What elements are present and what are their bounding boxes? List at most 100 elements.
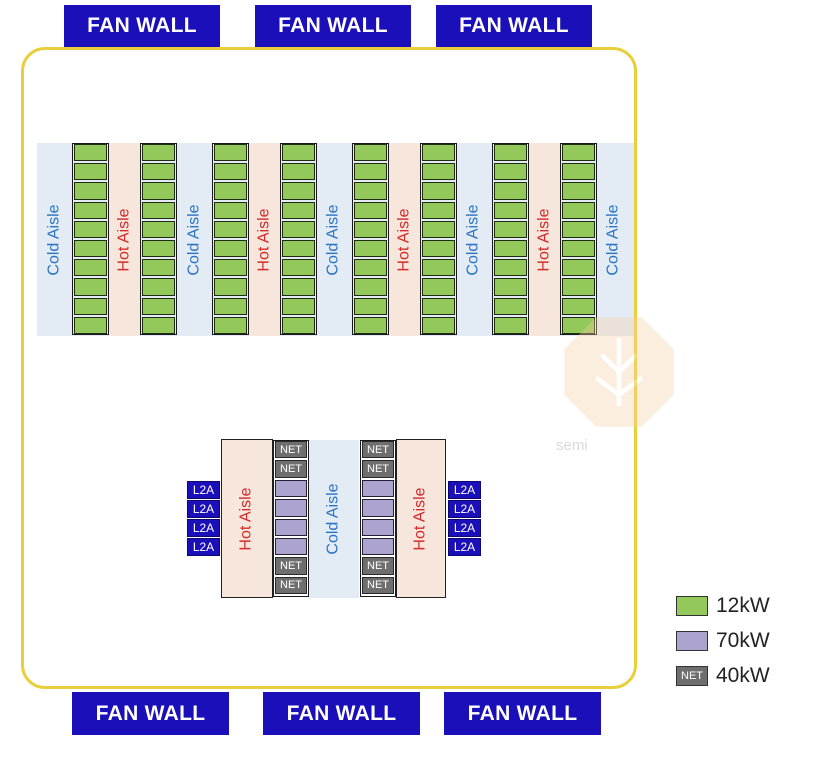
- rack-12kw: [422, 259, 455, 277]
- rack-12kw: [282, 316, 315, 334]
- fan-wall-top-3: FAN WALL: [436, 5, 592, 47]
- rack-12kw: [354, 259, 387, 277]
- legend-label: 70kW: [716, 629, 770, 652]
- rack-12kw: [562, 316, 595, 334]
- rack-12kw: [214, 240, 247, 258]
- rack-net-40kw: NET: [362, 557, 394, 575]
- rack-12kw: [74, 240, 107, 258]
- rack-12kw: [74, 316, 107, 334]
- rack-12kw: [422, 201, 455, 219]
- hot-aisle: [109, 143, 140, 336]
- rack-70kw: [275, 499, 307, 517]
- rack-12kw: [422, 297, 455, 315]
- fan-wall-bottom-3: FAN WALL: [444, 692, 601, 735]
- cold-aisle-label: Cold Aisle: [604, 203, 622, 276]
- rack-12kw: [494, 144, 527, 162]
- l2a-unit: L2A: [448, 500, 481, 518]
- l2a-unit: L2A: [448, 481, 481, 499]
- rack-12kw: [562, 240, 595, 258]
- rack-12kw: [74, 220, 107, 238]
- rack-12kw: [422, 182, 455, 200]
- rack-12kw: [354, 182, 387, 200]
- cold-aisle-label: Cold Aisle: [324, 203, 342, 276]
- rack-12kw: [282, 297, 315, 315]
- rack-12kw: [214, 278, 247, 296]
- hot-aisle-label: Hot Aisle: [535, 207, 553, 272]
- rack-net-40kw: NET: [362, 441, 394, 459]
- rack-12kw: [142, 297, 175, 315]
- rack-12kw: [214, 297, 247, 315]
- rack-net-40kw: NET: [275, 557, 307, 575]
- rack-12kw: [422, 278, 455, 296]
- rack-12kw: [214, 201, 247, 219]
- fan-wall-bottom-2: FAN WALL: [263, 692, 420, 735]
- hot-aisle: [389, 143, 420, 336]
- legend-label: 12kW: [716, 594, 770, 617]
- rack-12kw: [562, 201, 595, 219]
- legend-swatch: [676, 631, 708, 651]
- legend-label: 40kW: [716, 664, 770, 687]
- rack-12kw: [74, 201, 107, 219]
- rack-12kw: [214, 316, 247, 334]
- rack-12kw: [282, 163, 315, 181]
- rack-12kw: [74, 259, 107, 277]
- semianalysis-logo-icon: [564, 317, 674, 427]
- rack-12kw: [214, 259, 247, 277]
- cold-aisle-label: Cold Aisle: [45, 203, 63, 276]
- rack-12kw: [422, 316, 455, 334]
- rack-12kw: [214, 163, 247, 181]
- rack-12kw: [354, 278, 387, 296]
- rack-column: [492, 143, 529, 335]
- rack-12kw: [282, 278, 315, 296]
- rack-12kw: [142, 144, 175, 162]
- rack-12kw: [354, 163, 387, 181]
- rack-12kw: [494, 278, 527, 296]
- rack-12kw: [354, 240, 387, 258]
- rack-12kw: [282, 240, 315, 258]
- rack-column: [212, 143, 249, 335]
- rack-12kw: [494, 182, 527, 200]
- rack-12kw: [494, 240, 527, 258]
- rack-12kw: [142, 240, 175, 258]
- rack-12kw: [282, 259, 315, 277]
- rack-12kw: [74, 278, 107, 296]
- rack-net-40kw: NET: [275, 441, 307, 459]
- hot-aisle: [249, 143, 280, 336]
- rack-12kw: [422, 163, 455, 181]
- rack-column: [273, 440, 309, 598]
- hot-aisle: [529, 143, 560, 336]
- rack-net-40kw: NET: [275, 576, 307, 595]
- rack-column: [560, 143, 597, 335]
- rack-70kw: [362, 518, 394, 536]
- legend-item: NET 40kW: [676, 664, 770, 688]
- rack-12kw: [494, 201, 527, 219]
- rack-12kw: [354, 201, 387, 219]
- rack-12kw: [494, 163, 527, 181]
- rack-12kw: [142, 316, 175, 334]
- rack-12kw: [142, 201, 175, 219]
- rack-12kw: [562, 259, 595, 277]
- rack-12kw: [74, 297, 107, 315]
- rack-70kw: [275, 479, 307, 498]
- l2a-unit: L2A: [448, 538, 481, 556]
- legend-swatch: NET: [676, 666, 708, 686]
- rack-column: [140, 143, 177, 335]
- rack-12kw: [214, 182, 247, 200]
- rack-12kw: [494, 316, 527, 334]
- l2a-unit: L2A: [187, 519, 220, 537]
- rack-12kw: [562, 278, 595, 296]
- rack-12kw: [354, 220, 387, 238]
- watermark-text: semi: [556, 437, 588, 454]
- rack-12kw: [282, 182, 315, 200]
- rack-12kw: [494, 297, 527, 315]
- cold-aisle-label: Cold Aisle: [325, 483, 342, 555]
- rack-12kw: [562, 182, 595, 200]
- rack-column: [72, 143, 109, 335]
- legend-swatch: [676, 596, 708, 616]
- rack-12kw: [142, 220, 175, 238]
- hot-aisle: [396, 439, 446, 598]
- rack-column: [420, 143, 457, 335]
- rack-12kw: [422, 220, 455, 238]
- cold-aisle-label: Cold Aisle: [185, 203, 203, 276]
- fan-wall-top-1: FAN WALL: [64, 5, 220, 47]
